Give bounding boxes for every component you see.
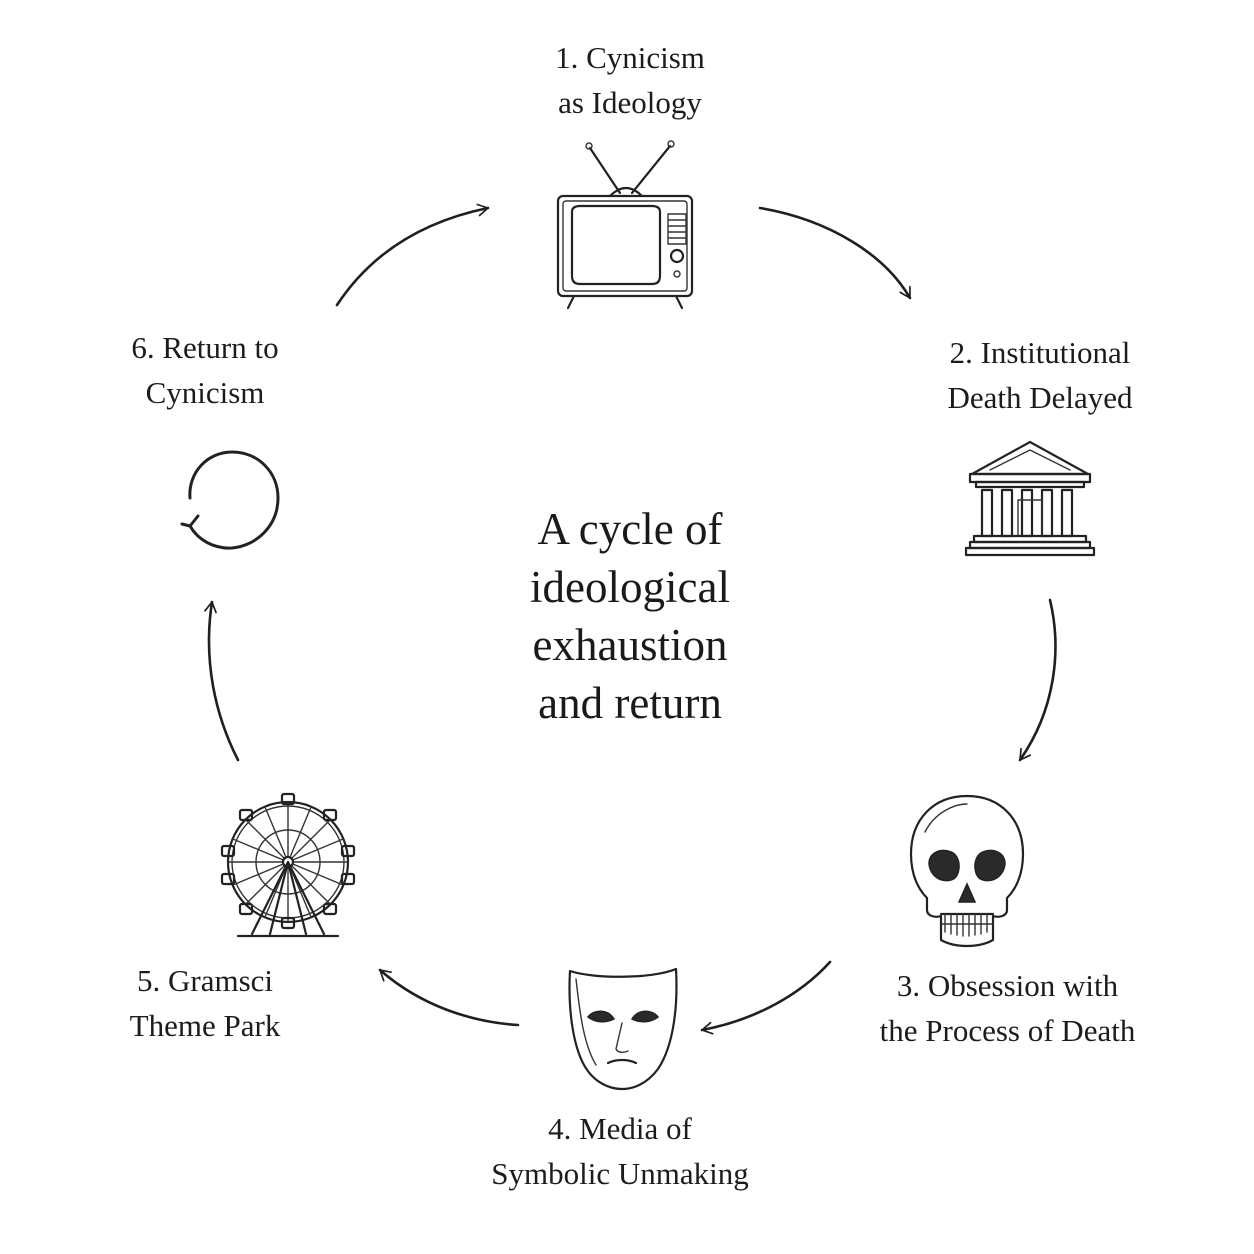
arrow-step2-to-step3 — [1018, 598, 1057, 762]
step-4-label-line: 4. Media of — [548, 1111, 692, 1146]
arrow-step1-to-step2 — [758, 206, 912, 300]
step-6-label-line: Cynicism — [145, 375, 265, 410]
step-3-label-line: 3. Obsession with — [896, 968, 1119, 1003]
step-2-label-line: Death Delayed — [947, 380, 1133, 415]
step-1-label-line: as Ideology — [558, 85, 702, 120]
step-5-label-line: Theme Park — [129, 1008, 281, 1043]
arrow-step4-to-step5 — [378, 968, 520, 1027]
center-title: A cycle of ideological exhaustion and re… — [430, 500, 830, 732]
step-4-label-line: Symbolic Unmaking — [491, 1156, 749, 1191]
center-title-line: and return — [538, 678, 722, 728]
step-6-label: 6. Return to Cynicism — [70, 325, 340, 415]
center-title-line: exhaustion — [532, 620, 728, 670]
arrow-step5-to-step6 — [204, 600, 240, 762]
step-3-label: 3. Obsession with the Process of Death — [835, 963, 1180, 1053]
step-5-label-line: 5. Gramsci — [136, 963, 274, 998]
center-title-line: A cycle of — [537, 504, 723, 554]
institution-building-icon — [964, 440, 1096, 557]
step-1-label-line: 1. Cynicism — [555, 40, 705, 75]
theatre-mask-icon — [568, 967, 678, 1091]
arrow-step3-to-step4 — [700, 960, 832, 1035]
skull-icon — [909, 794, 1025, 948]
step-2-label-line: 2. Institutional — [949, 335, 1131, 370]
step-6-label-line: 6. Return to — [131, 330, 279, 365]
center-title-line: ideological — [530, 562, 730, 612]
step-4-label: 4. Media of Symbolic Unmaking — [455, 1106, 785, 1196]
television-icon — [556, 140, 694, 310]
step-1-label: 1. Cynicism as Ideology — [480, 35, 780, 125]
step-5-label: 5. Gramsci Theme Park — [80, 958, 330, 1048]
ferris-wheel-icon — [220, 792, 356, 938]
arrow-step6-to-step1 — [335, 203, 490, 307]
circular-arrow-icon — [180, 450, 280, 550]
step-2-label: 2. Institutional Death Delayed — [880, 330, 1200, 420]
step-3-label-line: the Process of Death — [879, 1013, 1136, 1048]
